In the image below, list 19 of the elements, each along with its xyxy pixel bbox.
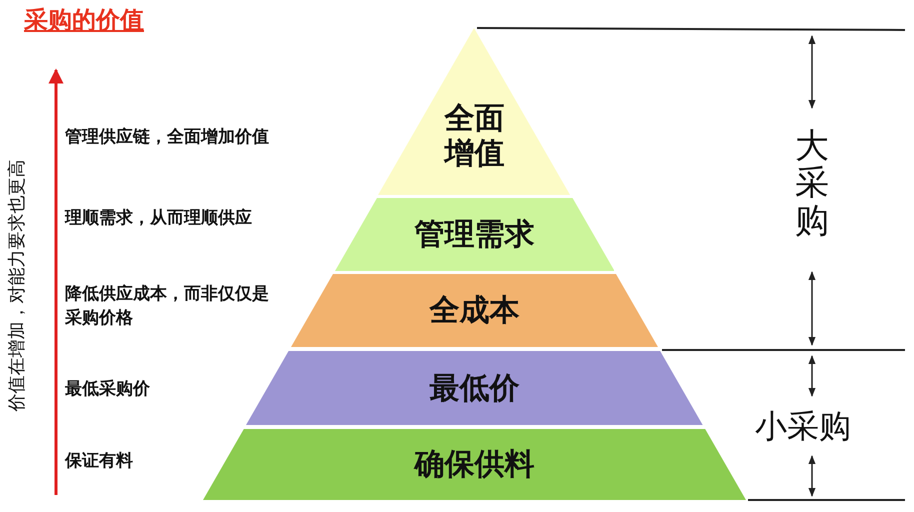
layer-label: 全成本: [429, 292, 520, 330]
pyramid-layer: [378, 28, 571, 195]
layer-label: 全面增值: [444, 102, 504, 171]
level-description: 理顺需求，从而理顺供应: [65, 207, 253, 230]
level-description: 保证有料: [65, 450, 134, 473]
axis-caption: 价值在增加，对能力要求也更高: [6, 158, 28, 414]
range-label: 小采购: [755, 406, 851, 447]
pyramid-layer: [334, 198, 614, 271]
pyramid-layer: [203, 429, 746, 500]
layer-label: 最低价: [429, 370, 520, 408]
layer-label: 确保供料: [414, 446, 534, 484]
level-description: 降低供应成本，而非仅仅是采购价格: [65, 283, 270, 330]
pyramid-layer: [291, 274, 658, 347]
level-description: 最低采购价: [65, 378, 151, 401]
range-label: 大采购: [795, 128, 829, 240]
level-description: 管理供应链，全面增加价值: [65, 126, 270, 149]
heading: 采购的价值: [24, 5, 144, 36]
pyramid-layer: [246, 351, 703, 425]
layer-label: 管理需求: [414, 216, 534, 254]
